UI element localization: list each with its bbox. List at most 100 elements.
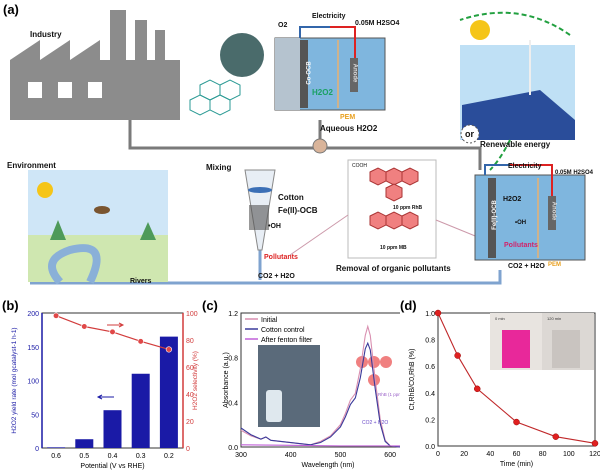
h2o2-label: H2O2 (312, 88, 333, 97)
bar (159, 336, 178, 448)
environment-label: Environment (7, 161, 56, 170)
y-tick-label: 0.2 (425, 417, 435, 424)
x-tick-label: 0.6 (51, 453, 61, 460)
y-tick-label: 200 (27, 311, 39, 318)
y-axis-label: H2O2 yield rate (mol gcatalyst-1 h-1) (11, 327, 18, 433)
panel-label-a: (a) (3, 2, 19, 17)
x-tick-label: 600 (384, 452, 396, 459)
schematic-a (10, 10, 586, 285)
right-pem-label: PEM (548, 262, 562, 268)
products-label: CO2 + H2O (258, 273, 295, 280)
bar (75, 439, 94, 448)
energy-arrow (459, 11, 571, 36)
right-electrolyzer-cell (474, 164, 586, 261)
y-right-tick-label: 80 (186, 338, 194, 345)
series-line-1 (240, 341, 400, 448)
solar-panel-image (460, 20, 575, 140)
legend-label: After fenton filter (261, 337, 313, 344)
x-tick-label: 400 (285, 452, 297, 459)
catalyst-label: Fe(II)-OCB (278, 206, 318, 215)
x-tick-label: 120 (589, 451, 600, 458)
y-right-tick-label: 0 (186, 446, 190, 453)
data-point (591, 440, 599, 447)
x-tick-label: 60 (513, 451, 521, 458)
y-right-tick-label: 40 (186, 392, 194, 399)
plot-frame (240, 312, 400, 448)
y-tick-label: 150 (27, 345, 39, 352)
x-tick-label: 20 (460, 451, 468, 458)
cotton-label: Cotton (278, 193, 304, 202)
panel-label-b: (b) (2, 298, 19, 313)
bar (131, 373, 150, 448)
o2-label: O2 (278, 22, 288, 29)
rivers-label: Rivers (130, 278, 152, 285)
x-tick-label: 0 (436, 451, 440, 458)
molecule-icon (380, 356, 392, 368)
data-point (434, 309, 442, 317)
data-point (454, 352, 461, 359)
or-label: or (465, 129, 474, 139)
arrow-right-icon (107, 322, 125, 328)
clear-solution (552, 330, 580, 368)
annotation: RhB (1 ppm) (378, 392, 400, 397)
selectivity-point (137, 338, 144, 345)
y-tick-label: 0.0 (228, 445, 238, 452)
cathode-label: Co-OCB (306, 61, 313, 85)
pipe-bottom (30, 270, 502, 285)
y-tick-label: 0.8 (228, 356, 238, 363)
y-right-axis-label: H2O2 selectivity (%) (192, 351, 199, 410)
y-axis-label: Absorbance (a.u.) (223, 352, 230, 408)
y-tick-label: 0.8 (425, 338, 435, 345)
x-tick-label: 80 (539, 451, 547, 458)
mb-label: 10 ppm MB (380, 245, 407, 251)
mixing-label: Mixing (206, 163, 232, 172)
bottle-icon (266, 390, 282, 422)
pollutants-label: Pollutants (264, 254, 298, 261)
right-products-label: CO2 + H2O (508, 263, 545, 270)
energy-arrow (489, 139, 511, 171)
data-point (513, 418, 520, 426)
filter-funnel (244, 169, 276, 251)
right-electrolyte-label: 0.05M H2SO4 (555, 170, 594, 176)
y-right-tick-label: 60 (186, 365, 194, 372)
legend-label: Initial (261, 317, 278, 324)
inset-label: 120 min (547, 316, 561, 321)
renewable-energy-label: Renewable energy (480, 140, 551, 149)
right-pollutants-label: Pollutants (504, 242, 538, 249)
right-anode-label: Anode (550, 201, 557, 221)
x-tick-label: 0.2 (164, 453, 174, 460)
legend-label: Cotton control (261, 327, 305, 334)
y-right-tick-label: 100 (186, 311, 198, 318)
right-radical-label: •OH (515, 220, 527, 226)
data-point (552, 433, 559, 440)
y-tick-label: 1.0 (425, 311, 435, 318)
y-tick-label: 0.0 (425, 444, 435, 451)
removal-label: Removal of organic pollutants (336, 264, 451, 273)
catalyst-particle-icon (220, 33, 264, 77)
cooh-label: COOH (352, 163, 367, 169)
rhb-label: 10 ppm RhB (393, 205, 423, 211)
panel-label-d: (d) (400, 298, 417, 313)
selectivity-point (165, 346, 172, 353)
environment-illustration (28, 170, 168, 285)
valve-icon (312, 138, 328, 154)
bar (103, 410, 122, 448)
y-axis-label: Ct,RhB/C0,RhB (%) (409, 349, 416, 411)
electrolyte-label: 0.05M H2SO4 (355, 20, 400, 27)
arrow-left-icon (96, 394, 114, 400)
y-tick-label: 0 (35, 446, 39, 453)
x-axis-label: Time (min) (500, 461, 533, 468)
removal-line (437, 312, 596, 444)
x-tick-label: 500 (335, 452, 347, 459)
x-tick-label: 100 (563, 451, 575, 458)
pink-solution (502, 330, 530, 368)
x-tick-label: 300 (235, 452, 247, 459)
y-tick-label: 0.4 (228, 400, 238, 407)
right-cathode-label: Fe(II)-OCB (491, 200, 498, 230)
pipe (128, 120, 482, 170)
right-h2o2-label: H2O2 (503, 196, 522, 203)
